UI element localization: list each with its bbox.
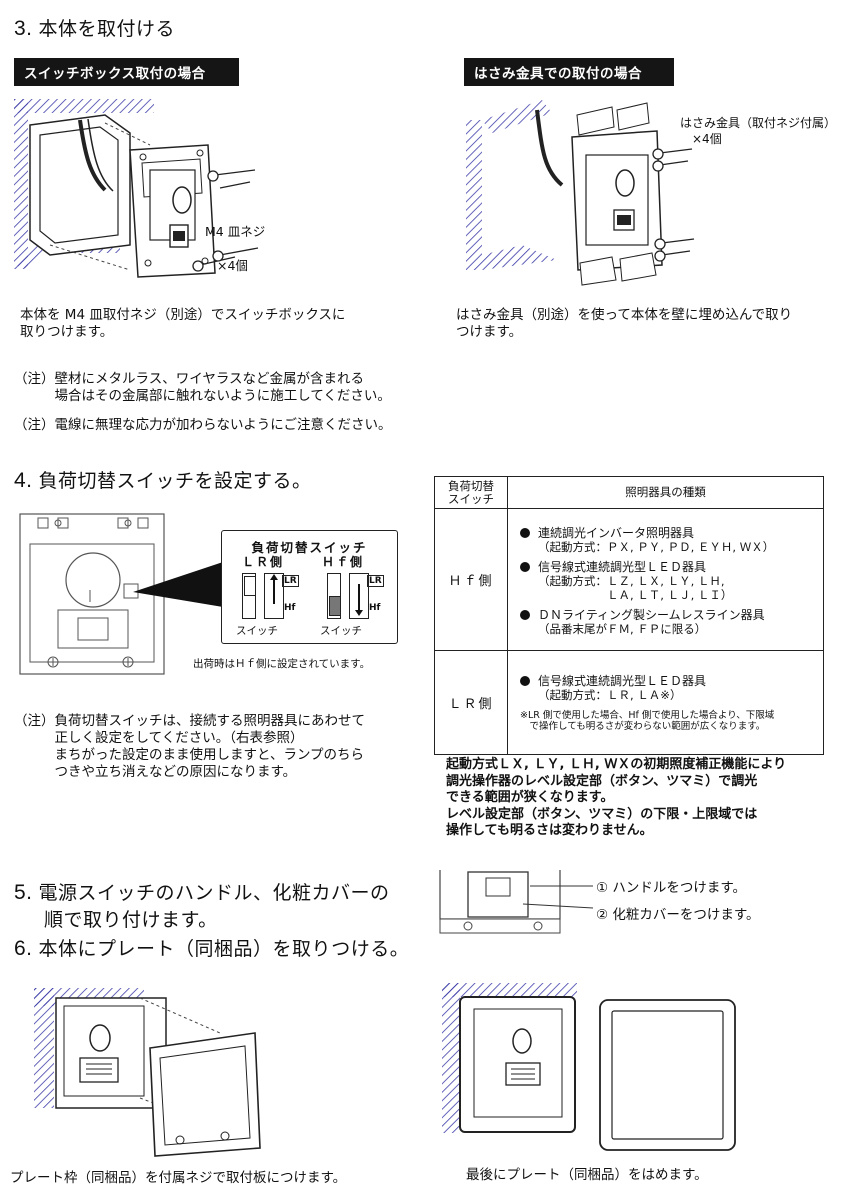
table-head-switch: 負荷切替 スイッチ [434,476,508,509]
load-switch-callout: 負荷切替スイッチ ＬＲ側 Ｈｆ側 LR Hf LR Hf スイッチ スイッチ [221,530,398,644]
lr-mark-1: LR [282,575,299,587]
hf-item-1-main: 連続調光インバータ照明器具 [538,525,695,540]
callout-title: 負荷切替スイッチ [251,540,368,555]
load-switch-note: （注）負荷切替スイッチは、接続する照明器具にあわせて 正しく設定をしてください。… [14,713,365,780]
screw-label-line2: ×4個 [217,258,248,273]
plate-frame-illustration [34,988,261,1157]
hf-side-label: Ｈｆ側 [322,555,365,569]
step4-number: 4. [14,469,33,492]
hf-arrow-graphic [349,573,369,619]
cover-callout: ② 化粧カバーをつけます。 [596,907,760,923]
handle-callout: ① ハンドルをつけます。 [596,880,747,896]
lr-arrow-graphic [264,573,284,619]
initial-illuminance-note: 起動方式ＬＸ, ＬＹ, ＬＨ, ＷＸの初期照度補正機能により 調光操作器のレベル… [446,757,787,838]
step4-title: 負荷切替スイッチを設定する。 [38,470,312,492]
hf-item-3: ＤＮライティング製シームレスライン器具 （品番末尾がＦＭ, ＦＰに限る） [516,608,819,636]
hf-item-3-main: ＤＮライティング製シームレスライン器具 [538,607,765,622]
switchbox-mount-illustration [14,99,259,278]
hf-item-1: 連続調光インバータ照明器具 （起動方式：ＰＸ, ＰＹ, ＰＤ, ＥＹＨ, ＷＸ） [516,526,819,554]
lr-footnote: ※LR 側で使用した場合、Hf 側で使用した場合より、下限域 で操作しても明るさ… [520,709,775,732]
step5-title-line1: 電源スイッチのハンドル、化粧カバーの [38,882,390,904]
switchbox-mount-tag: スイッチボックス取付の場合 [14,58,239,86]
hf-item-3-sub: （品番末尾がＦＭ, ＦＰに限る） [538,621,707,636]
step6-number: 6. [14,937,33,960]
lr-item-1: 信号線式連続調光型ＬＥＤ器具 （起動方式：ＬＲ, ＬＡ※） [516,674,819,702]
hf-mark-2: Hf [369,603,381,613]
clip-mount-illustration [466,100,695,286]
step6-title: 本体にプレート（同梱品）を取りつける。 [38,938,410,960]
step3-heading: 3.本体を取付ける [14,14,175,41]
lr-switch-graphic [242,573,256,619]
screw-label-line1: M4 皿ネジ [205,224,266,239]
hf-item-2-sub: （起動方式：ＬＺ, ＬＸ, ＬＹ, ＬＨ, ＬＡ, ＬＴ, ＬＪ, ＬＩ） [538,573,733,602]
wall-material-note: （注）壁材にメタルラス、ワイヤラスなど金属が含まれる 場合はその金属部に触れない… [14,371,391,404]
table-row-hf-label: Ｈｆ側 [434,508,508,651]
wire-stress-note: （注）電線に無理な応力が加わらないようにご注意ください。 [14,417,392,433]
handle-cover-illustration [439,870,594,934]
step5-title-line2: 順で取り付けます。 [44,909,218,931]
hf-switch-label: スイッチ [320,625,362,637]
step5-number: 5. [14,881,33,904]
clip-mount-tag: はさみ金具での取付の場合 [464,58,674,86]
step6-heading: 6.本体にプレート（同梱品）を取りつける。 [14,934,409,961]
plate-install-illustration [442,983,736,1151]
table-head-fixture: 照明器具の種類 [507,476,824,509]
clip-label-line2: ×4個 [692,132,722,146]
lr-item-1-sub: （起動方式：ＬＲ, ＬＡ※） [538,687,682,702]
step4-heading: 4.負荷切替スイッチを設定する。 [14,466,312,493]
table-row-lr-items: 信号線式連続調光型ＬＥＤ器具 （起動方式：ＬＲ, ＬＡ※） ※LR 側で使用した… [507,650,824,755]
clip-label-line1: はさみ金具（取付ネジ付属） [680,116,837,130]
screw-label: M4 皿ネジ ×4個 [205,206,265,291]
step3-title: 本体を取付ける [38,18,176,40]
clip-mount-description: はさみ金具（別途）を使って本体を壁に埋め込んで取り つけます。 [456,307,793,340]
step5-heading: 5.電源スイッチのハンドル、化粧カバーの 順で取り付けます。 [14,879,390,934]
hf-item-1-sub: （起動方式：ＰＸ, ＰＹ, ＰＤ, ＥＹＨ, ＷＸ） [538,539,775,554]
step3-number: 3. [14,17,33,40]
lr-switch-label: スイッチ [236,625,278,637]
clip-label: はさみ金具（取付ネジ付属） ×4個 [680,115,836,147]
table-row-lr-label: ＬＲ側 [434,650,508,755]
lr-item-1-main: 信号線式連続調光型ＬＥＤ器具 [538,673,707,688]
unit-rear-illustration [19,513,223,675]
plate-install-caption: 最後にプレート（同梱品）をはめます。 [466,1167,708,1183]
lr-mark-2: LR [367,575,384,587]
hf-mark-1: Hf [284,603,296,613]
hf-switch-graphic [327,573,341,619]
factory-setting-note: 出荷時はＨｆ側に設定されています。 [193,658,371,670]
hf-item-2-main: 信号線式連続調光型ＬＥＤ器具 [538,559,707,574]
switchbox-mount-description: 本体を M4 皿取付ネジ（別途）でスイッチボックスに 取りつけます。 [20,307,346,340]
table-row-hf-items: 連続調光インバータ照明器具 （起動方式：ＰＸ, ＰＹ, ＰＤ, ＥＹＨ, ＷＸ）… [507,508,824,651]
hf-item-2: 信号線式連続調光型ＬＥＤ器具 （起動方式：ＬＺ, ＬＸ, ＬＹ, ＬＨ, ＬＡ,… [516,560,819,602]
load-switch-table: 負荷切替 スイッチ 照明器具の種類 Ｈｆ側 連続調光インバータ照明器具 （起動方… [434,476,824,755]
lr-side-label: ＬＲ側 [242,555,285,569]
plate-frame-caption: プレート枠（同梱品）を付属ネジで取付板につけます。 [10,1170,347,1186]
